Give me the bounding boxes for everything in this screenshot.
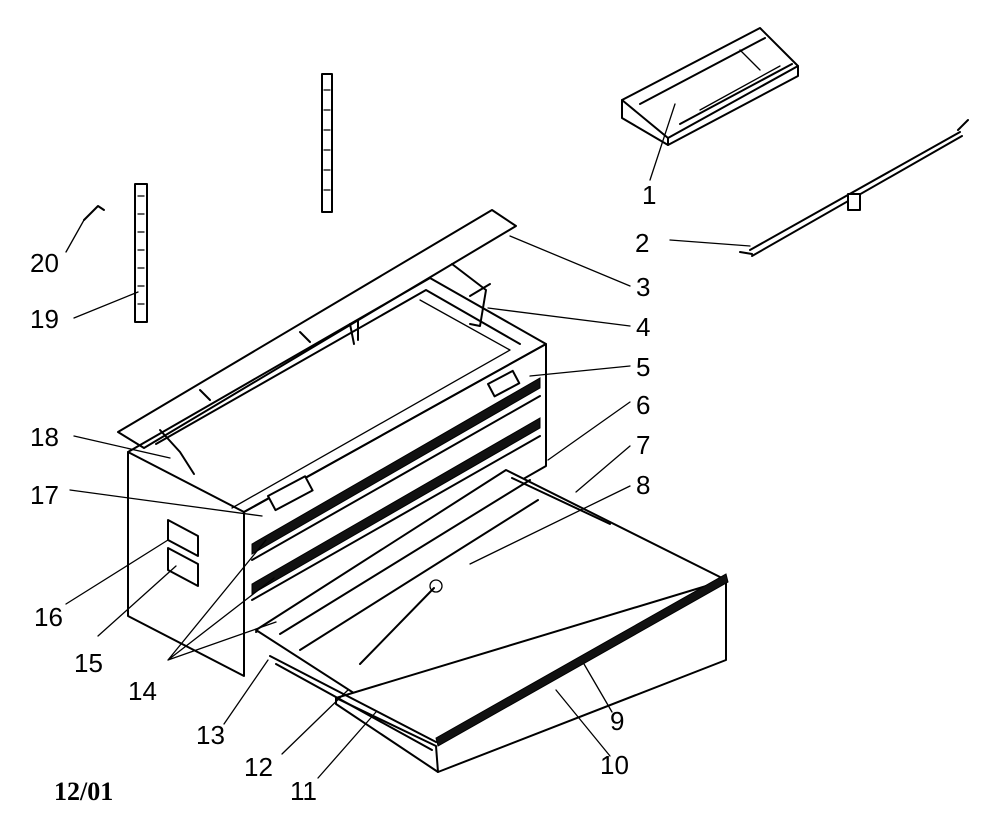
date-code: 12/01: [54, 777, 113, 806]
callout-11: 11: [290, 776, 317, 806]
callout-18: 18: [30, 422, 59, 452]
callout-5: 5: [636, 352, 650, 382]
callout-12: 12: [244, 752, 273, 782]
part-strip: [321, 73, 333, 213]
callout-2: 2: [635, 228, 649, 258]
callout-1: 1: [642, 180, 656, 210]
part-screw: [83, 205, 105, 221]
callout-15: 15: [74, 648, 103, 678]
callout-9: 9: [610, 706, 624, 736]
callout-14: 14: [128, 676, 157, 706]
callout-labels: 1 2 3 4 5 6 7 8 9 10 11 12 13 14 15 16 1…: [30, 180, 656, 806]
callout-8: 8: [636, 470, 650, 500]
callout-10: 10: [600, 750, 629, 780]
part-lid-stay-rod: [739, 119, 969, 257]
callout-20: 20: [30, 248, 59, 278]
leader-lines: [65, 103, 751, 779]
callout-13: 13: [196, 720, 225, 750]
part-hinge-strip: [134, 183, 148, 323]
callout-7: 7: [636, 430, 650, 460]
callout-19: 19: [30, 304, 59, 334]
chest-body: [117, 209, 547, 677]
open-drawer: [255, 469, 729, 773]
part-tray: [621, 27, 799, 146]
callout-6: 6: [636, 390, 650, 420]
callout-16: 16: [34, 602, 63, 632]
callout-17: 17: [30, 480, 59, 510]
callout-4: 4: [636, 312, 650, 342]
callout-3: 3: [636, 272, 650, 302]
